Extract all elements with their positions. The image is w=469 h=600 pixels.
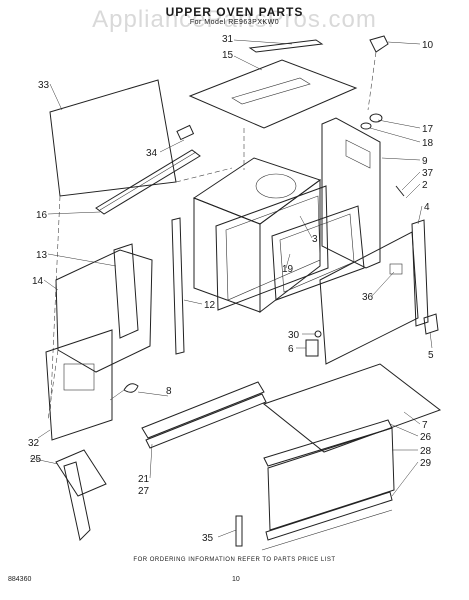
part-left-trim <box>55 449 107 542</box>
part-small-strip <box>235 515 243 547</box>
callout-33: 33 <box>38 80 50 91</box>
part-clip <box>176 124 195 141</box>
part-knob-small <box>360 113 383 130</box>
part-door-strip <box>411 219 429 327</box>
part-right-side-frame <box>321 117 381 269</box>
diagram-code: 884360 <box>8 576 32 583</box>
callout-29: 29 <box>420 458 432 469</box>
part-door-gasket <box>215 185 329 311</box>
callout-26: 26 <box>420 432 432 443</box>
callout-labels: 31 15 10 33 17 18 34 9 37 2 16 4 3 13 19… <box>28 34 434 544</box>
callout-7: 7 <box>422 420 428 431</box>
part-side-rail <box>95 149 201 215</box>
callout-25: 25 <box>30 454 42 465</box>
callout-36: 36 <box>362 292 374 303</box>
part-lower-trim <box>141 381 267 449</box>
callout-9: 9 <box>422 156 428 167</box>
callout-2: 2 <box>422 180 428 191</box>
part-door-inner-panel <box>319 231 419 365</box>
leader-lines <box>29 39 433 538</box>
callout-18: 18 <box>422 138 434 149</box>
callout-14: 14 <box>32 276 44 287</box>
part-hardware <box>305 313 439 357</box>
callout-34: 34 <box>146 148 158 159</box>
callout-15: 15 <box>222 50 234 61</box>
model-subtitle: For Model RE963PXKW0 <box>189 19 280 26</box>
callout-21: 21 <box>138 474 150 485</box>
part-bracket-top <box>367 35 389 111</box>
part-oven-cavity <box>192 157 322 314</box>
part-left-side-assembly <box>47 243 153 421</box>
callout-12: 12 <box>204 300 216 311</box>
part-wire-connector <box>109 383 139 401</box>
callout-8: 8 <box>166 386 172 397</box>
part-drawer-trim <box>261 419 395 551</box>
callout-31: 31 <box>222 34 234 45</box>
part-rear-panel <box>49 79 233 421</box>
callout-4: 4 <box>424 202 430 213</box>
callout-3: 3 <box>312 234 318 245</box>
part-bottom-panel <box>262 363 442 453</box>
callout-32: 32 <box>28 438 40 449</box>
callout-27: 27 <box>138 486 150 497</box>
callout-30: 30 <box>288 330 300 341</box>
callout-35: 35 <box>202 533 214 544</box>
ordering-note: FOR ORDERING INFORMATION REFER TO PARTS … <box>133 557 336 563</box>
part-top-rail-strip <box>248 39 324 53</box>
part-inner-gasket <box>271 205 365 301</box>
callout-6: 6 <box>288 344 294 355</box>
callout-28: 28 <box>420 446 432 457</box>
callout-17: 17 <box>422 124 434 135</box>
callout-10: 10 <box>422 40 434 51</box>
part-top-panel <box>188 59 358 170</box>
diagram-title: UPPER OVEN PARTS <box>165 5 304 19</box>
callout-16: 16 <box>36 210 48 221</box>
part-vertical-rail <box>171 217 185 355</box>
callout-5: 5 <box>428 350 434 361</box>
part-lower-left-panel <box>45 329 113 441</box>
callout-19: 19 <box>282 264 294 275</box>
part-latch <box>395 185 405 197</box>
page-number: 10 <box>232 576 240 583</box>
callout-13: 13 <box>36 250 48 261</box>
callout-37: 37 <box>422 168 434 179</box>
